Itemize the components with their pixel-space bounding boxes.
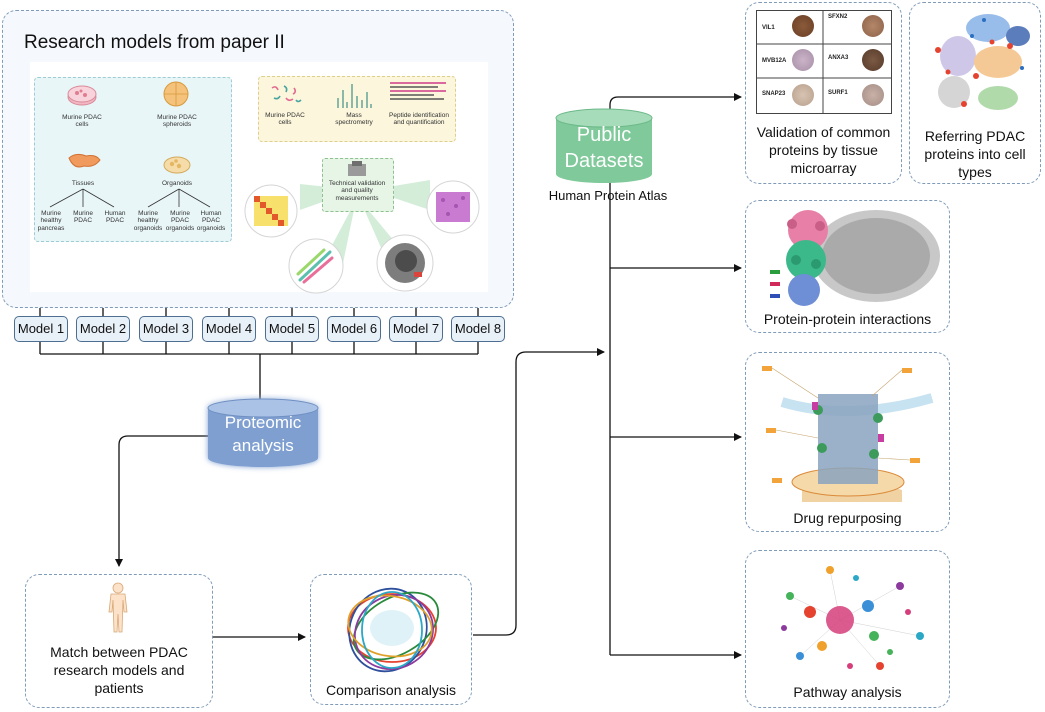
murine-healthy-pancreas-label: Murine healthy pancreas bbox=[37, 210, 65, 232]
model-7-box: Model 7 bbox=[389, 316, 443, 342]
tissue-label-anxa3: ANXA3 bbox=[828, 55, 849, 61]
tissue-label-vil1: VIL1 bbox=[762, 25, 775, 31]
tissue-label-sfxn2: SFXN2 bbox=[828, 14, 848, 20]
tissue-microarray-label-line1: Validation of common bbox=[756, 124, 891, 140]
human-pdac-organoids-label: Human PDAC organoids bbox=[196, 210, 226, 232]
cell-types-label-line2: proteins into cell bbox=[924, 146, 1026, 162]
public-datasets-label-line1: Public bbox=[576, 124, 632, 146]
pathway-network-icon bbox=[781, 566, 924, 670]
venn-diagram-icon bbox=[347, 587, 440, 673]
model-8-box: Model 8 bbox=[451, 316, 505, 342]
tissue-core-surf1 bbox=[862, 84, 884, 106]
proteomic-analysis-label-line1: Proteomic bbox=[224, 413, 302, 432]
model-3-box: Model 3 bbox=[139, 316, 193, 342]
tissue-microarray-label-line3: microarray bbox=[790, 160, 857, 176]
model-4-box: Model 4 bbox=[202, 316, 256, 342]
mass-spectrometry-label: Mass spectrometry bbox=[335, 112, 373, 127]
workflow-murine-pdac-cells-label: Murine PDAC cells bbox=[265, 112, 305, 127]
cell-types-label-line1: Referring PDAC bbox=[924, 128, 1026, 144]
peptide-sequence-icon bbox=[390, 82, 446, 100]
tissue-core-mvb12a bbox=[792, 49, 814, 71]
model-2-box: Model 2 bbox=[76, 316, 130, 342]
drug-pathway-icon bbox=[762, 366, 934, 502]
human-protein-atlas-caption: Human Protein Atlas bbox=[548, 188, 668, 203]
human-pdac-label: Human PDAC bbox=[104, 210, 126, 225]
human-figure-icon bbox=[108, 582, 128, 633]
match-label-line2: research models and bbox=[53, 662, 185, 678]
organoids-label: Organoids bbox=[162, 180, 192, 187]
model-1-box: Model 1 bbox=[14, 316, 68, 342]
scatter-plot-icon bbox=[288, 238, 344, 294]
spheroid-icon bbox=[163, 81, 189, 107]
pathway-analysis-label: Pathway analysis bbox=[793, 684, 902, 700]
tissue-core-snap23 bbox=[792, 84, 814, 106]
tissue-grid-lines bbox=[756, 10, 891, 113]
mass-spectrum-icon bbox=[337, 84, 372, 108]
ppi-label: Protein-protein interactions bbox=[763, 311, 932, 327]
research-models-title: Research models from paper II bbox=[24, 32, 285, 53]
match-label-line3: patients bbox=[94, 680, 144, 696]
sources-panel bbox=[34, 77, 232, 242]
murine-pdac-organoids-label: Murine PDAC organoids bbox=[165, 210, 195, 232]
cells-cluster-icon bbox=[271, 85, 302, 103]
tissue-core-anxa3 bbox=[862, 49, 884, 71]
drug-repurposing-label: Drug repurposing bbox=[793, 510, 902, 526]
tissue-microarray-label-line2: proteins by tissue bbox=[769, 142, 878, 158]
murine-pdac-label: Murine PDAC bbox=[73, 210, 93, 225]
pancreas-icon bbox=[68, 153, 101, 168]
technical-validation-label: Technical validation and quality measure… bbox=[328, 180, 386, 202]
microscopy-image-icon bbox=[376, 234, 434, 292]
umap-plot-icon bbox=[935, 14, 1030, 110]
match-label-line1: Match between PDAC bbox=[50, 644, 188, 660]
ppi-network-icon bbox=[770, 210, 940, 306]
murine-pdac-cells-label: Murine PDAC cells bbox=[62, 114, 102, 129]
histology-image-icon bbox=[426, 180, 480, 234]
cell-types-label-line3: types bbox=[958, 164, 992, 180]
tissue-label-snap23: SNAP23 bbox=[762, 91, 786, 97]
tissue-label-surf1: SURF1 bbox=[828, 90, 848, 96]
tissue-label-mvb12a: MVB12A bbox=[762, 58, 787, 64]
organoid-dish-icon bbox=[163, 156, 191, 174]
correlation-heatmap-icon bbox=[244, 184, 298, 238]
murine-pdac-spheroids-label: Murine PDAC spheroids bbox=[157, 114, 197, 129]
comparison-analysis-label: Comparison analysis bbox=[326, 682, 456, 698]
public-datasets-cylinder bbox=[555, 108, 653, 183]
tissue-core-sfxn2 bbox=[862, 15, 884, 37]
proteomic-analysis-cylinder bbox=[207, 398, 319, 467]
peptide-identification-label: Peptide identification and quantificatio… bbox=[389, 112, 449, 127]
tissues-label: Tissues bbox=[71, 180, 95, 187]
model-5-box: Model 5 bbox=[265, 316, 319, 342]
lab-instrument-icon bbox=[348, 161, 366, 176]
sources-tree-lines bbox=[49, 188, 211, 208]
public-datasets-label-line2: Datasets bbox=[564, 150, 644, 172]
murine-healthy-organoids-label: Murine healthy organoids bbox=[133, 210, 163, 232]
tissue-core-vil1 bbox=[792, 15, 814, 37]
proteomic-analysis-label-line2: analysis bbox=[232, 436, 294, 455]
model-6-box: Model 6 bbox=[327, 316, 381, 342]
petri-dish-icon bbox=[67, 85, 97, 106]
